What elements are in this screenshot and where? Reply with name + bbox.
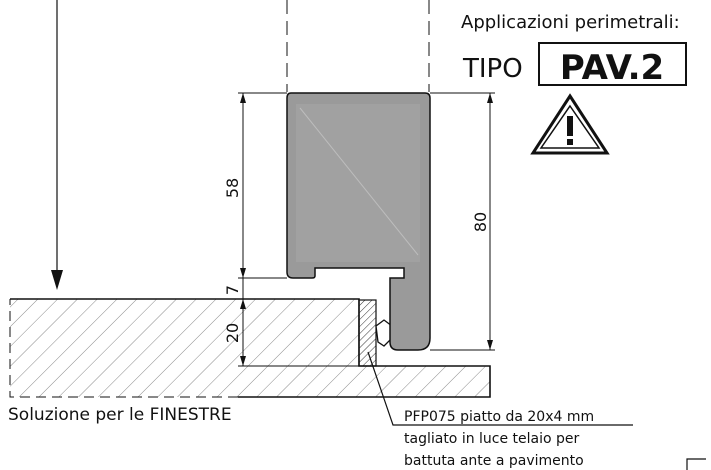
dimension-80 <box>430 92 495 351</box>
note-leader <box>367 351 633 426</box>
dimension-7 <box>238 277 287 299</box>
dimension-58 <box>238 92 287 278</box>
corner-mark <box>686 458 706 470</box>
sash-inner-light <box>296 104 420 262</box>
floor-outline <box>10 298 491 398</box>
dimension-label-80: 80 <box>471 212 490 232</box>
header-title: Applicazioni perimetrali: <box>461 12 680 33</box>
sash-diagonal <box>299 107 419 256</box>
floor-section <box>10 299 490 397</box>
reference-arrow-head <box>51 270 63 290</box>
flat-bar-pfp075 <box>358 299 377 367</box>
warning-triangle-icon <box>530 93 610 155</box>
note-line-3: battuta ante a pavimento <box>404 453 584 469</box>
dimension-label-7: 7 <box>223 285 242 295</box>
type-code-box <box>538 42 687 86</box>
solution-caption: Soluzione per le FINESTRE <box>8 405 232 425</box>
dimension-label-58: 58 <box>223 178 242 198</box>
dimension-label-20: 20 <box>223 323 242 343</box>
note-line-2: tagliato in luce telaio per <box>404 431 580 447</box>
dimension-20 <box>238 299 360 367</box>
type-prefix: TIPO <box>462 54 523 84</box>
note-line-1: PFP075 piatto da 20x4 mm <box>404 409 594 425</box>
type-code: PAV.2 <box>560 48 664 88</box>
floor-dashed-boundary <box>9 299 238 398</box>
